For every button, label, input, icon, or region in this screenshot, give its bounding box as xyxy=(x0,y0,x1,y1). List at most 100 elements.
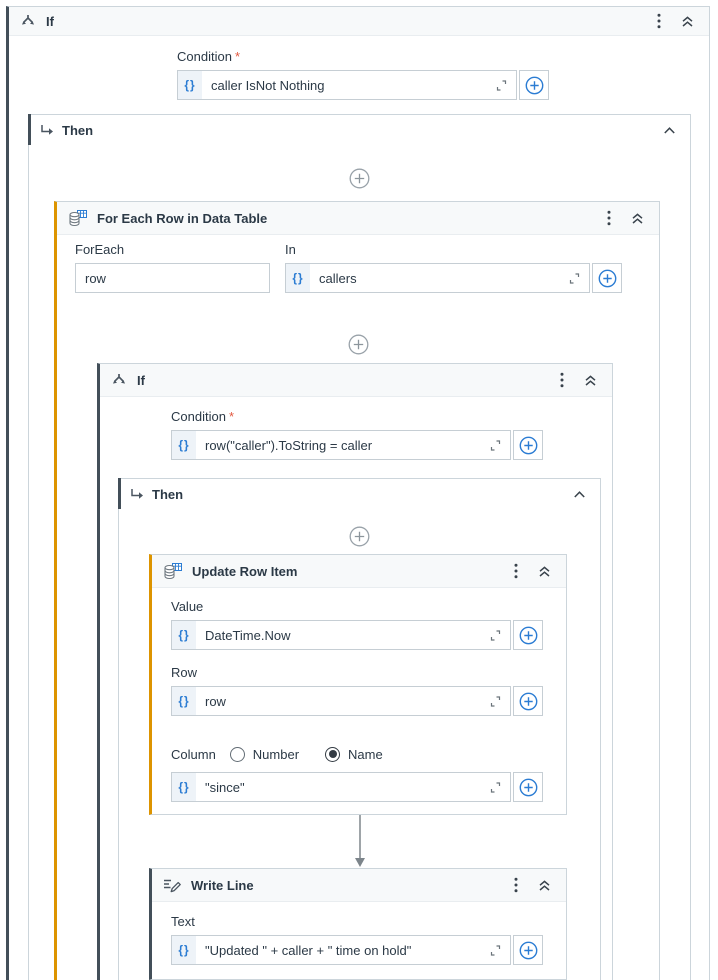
collapse-all-icon[interactable] xyxy=(678,12,697,30)
activity-header-if-inner[interactable]: If xyxy=(100,364,612,397)
in-input[interactable]: {} callers xyxy=(285,263,590,293)
expression-text[interactable]: "since" xyxy=(205,779,245,795)
data-table-icon xyxy=(162,562,183,581)
foreach-input[interactable]: row xyxy=(75,263,270,293)
column-label: Column xyxy=(171,746,216,762)
activity-title: If xyxy=(137,372,145,388)
condition-label: Condition* xyxy=(171,410,612,424)
collapse-all-icon[interactable] xyxy=(628,209,647,227)
more-options-icon[interactable] xyxy=(558,369,566,391)
then-header-outer[interactable]: Then xyxy=(28,114,690,145)
activity-card-for-each: For Each Row in Data Table ForEach row xyxy=(54,201,660,980)
radio-column-number[interactable] xyxy=(229,746,245,762)
activity-header-if-outer[interactable]: If xyxy=(9,7,709,36)
expression-text[interactable]: caller IsNot Nothing xyxy=(211,77,325,93)
plus-circle-icon xyxy=(519,436,538,455)
expand-editor-icon[interactable] xyxy=(489,695,502,708)
expand-editor-icon[interactable] xyxy=(489,439,502,452)
column-mode-row: Column Number Name xyxy=(171,744,566,764)
write-line-icon xyxy=(162,877,182,893)
expression-text[interactable]: callers xyxy=(319,270,357,286)
then-body-outer: For Each Row in Data Table ForEach row xyxy=(29,167,690,980)
expand-editor-icon[interactable] xyxy=(489,629,502,642)
plus-circle-icon xyxy=(598,269,617,288)
add-variable-button[interactable] xyxy=(513,772,543,802)
in-label: In xyxy=(285,242,296,257)
condition-label-text: Condition xyxy=(171,409,226,424)
plus-circle-icon xyxy=(519,941,538,960)
collapse-all-icon[interactable] xyxy=(535,876,554,894)
condition-input-inner[interactable]: {} row("caller").ToString = caller xyxy=(171,430,511,460)
more-options-icon[interactable] xyxy=(655,10,663,32)
radio-column-name[interactable] xyxy=(325,746,341,762)
collapse-chevron-icon[interactable] xyxy=(571,488,588,501)
add-activity-button[interactable] xyxy=(349,167,371,189)
radio-label-name[interactable]: Name xyxy=(348,746,383,762)
expression-text[interactable]: DateTime.Now xyxy=(205,627,291,643)
text-label: Text xyxy=(171,914,195,929)
then-arrow-icon xyxy=(39,124,54,136)
plus-circle-icon xyxy=(519,626,538,645)
if-branch-icon xyxy=(19,13,37,29)
text-input[interactable]: {} "Updated " + caller + " time on hold" xyxy=(171,935,511,965)
expand-editor-icon[interactable] xyxy=(489,944,502,957)
add-variable-button[interactable] xyxy=(513,686,543,716)
expand-editor-icon[interactable] xyxy=(568,272,581,285)
expression-text[interactable]: "Updated " + caller + " time on hold" xyxy=(205,942,412,958)
more-options-icon[interactable] xyxy=(605,207,613,229)
braces-icon: {} xyxy=(172,773,196,801)
more-options-icon[interactable] xyxy=(512,560,520,582)
sequence-connector xyxy=(119,815,600,868)
add-activity-button[interactable] xyxy=(349,525,371,547)
radio-label-number[interactable]: Number xyxy=(252,746,300,762)
condition-input-row-inner: {} row("caller").ToString = caller xyxy=(171,430,612,460)
condition-block-inner: Condition* {} row("caller").ToString = c… xyxy=(100,397,612,460)
activity-card-if-outer: If Condition* {} caller IsNot Nothing xyxy=(6,6,710,980)
value-label: Value xyxy=(171,599,204,614)
condition-input-outer[interactable]: {} caller IsNot Nothing xyxy=(177,70,517,100)
value-input[interactable]: {} DateTime.Now xyxy=(171,620,511,650)
column-input-row: {} "since" xyxy=(171,772,566,802)
expression-text[interactable]: row("caller").ToString = caller xyxy=(205,437,373,453)
value-input-row: {} DateTime.Now xyxy=(171,620,566,650)
activity-header-update-row-item[interactable]: Update Row Item xyxy=(152,555,566,588)
collapse-chevron-icon[interactable] xyxy=(661,124,678,137)
braces-icon: {} xyxy=(172,431,196,459)
update-row-item-body: Value {} DateTime.Now xyxy=(152,588,566,814)
add-variable-button[interactable] xyxy=(513,620,543,650)
activity-title: Update Row Item xyxy=(192,563,298,579)
activity-header-for-each[interactable]: For Each Row in Data Table xyxy=(57,202,659,235)
row-input[interactable]: {} row xyxy=(171,686,511,716)
activity-title: If xyxy=(46,13,54,29)
braces-icon: {} xyxy=(178,71,202,99)
collapse-all-icon[interactable] xyxy=(581,371,600,389)
column-input[interactable]: {} "since" xyxy=(171,772,511,802)
expression-text[interactable]: row xyxy=(205,693,226,709)
collapse-all-icon[interactable] xyxy=(535,562,554,580)
add-variable-button[interactable] xyxy=(592,263,622,293)
expand-editor-icon[interactable] xyxy=(489,781,502,794)
add-variable-button[interactable] xyxy=(513,935,543,965)
data-table-icon xyxy=(67,209,88,228)
for-each-body: ForEach row In {} xyxy=(57,235,659,980)
condition-label-text: Condition xyxy=(177,49,232,64)
braces-icon: {} xyxy=(172,936,196,964)
activity-title: For Each Row in Data Table xyxy=(97,210,268,226)
expand-editor-icon[interactable] xyxy=(495,79,508,92)
add-variable-button[interactable] xyxy=(513,430,543,460)
row-input-row: {} row xyxy=(171,686,566,716)
then-arrow-icon xyxy=(129,488,144,500)
braces-icon: {} xyxy=(172,621,196,649)
plus-circle-icon xyxy=(519,778,538,797)
add-variable-button[interactable] xyxy=(519,70,549,100)
required-marker: * xyxy=(228,409,234,424)
activity-header-write-line[interactable]: Write Line xyxy=(152,869,566,902)
activity-title: Write Line xyxy=(191,877,254,893)
then-header-inner[interactable]: Then xyxy=(118,478,600,509)
then-container-inner: Then xyxy=(118,478,601,980)
more-options-icon[interactable] xyxy=(512,874,520,896)
add-activity-button[interactable] xyxy=(347,333,369,355)
if-branch-icon xyxy=(110,372,128,388)
in-field: In {} callers xyxy=(285,243,622,293)
